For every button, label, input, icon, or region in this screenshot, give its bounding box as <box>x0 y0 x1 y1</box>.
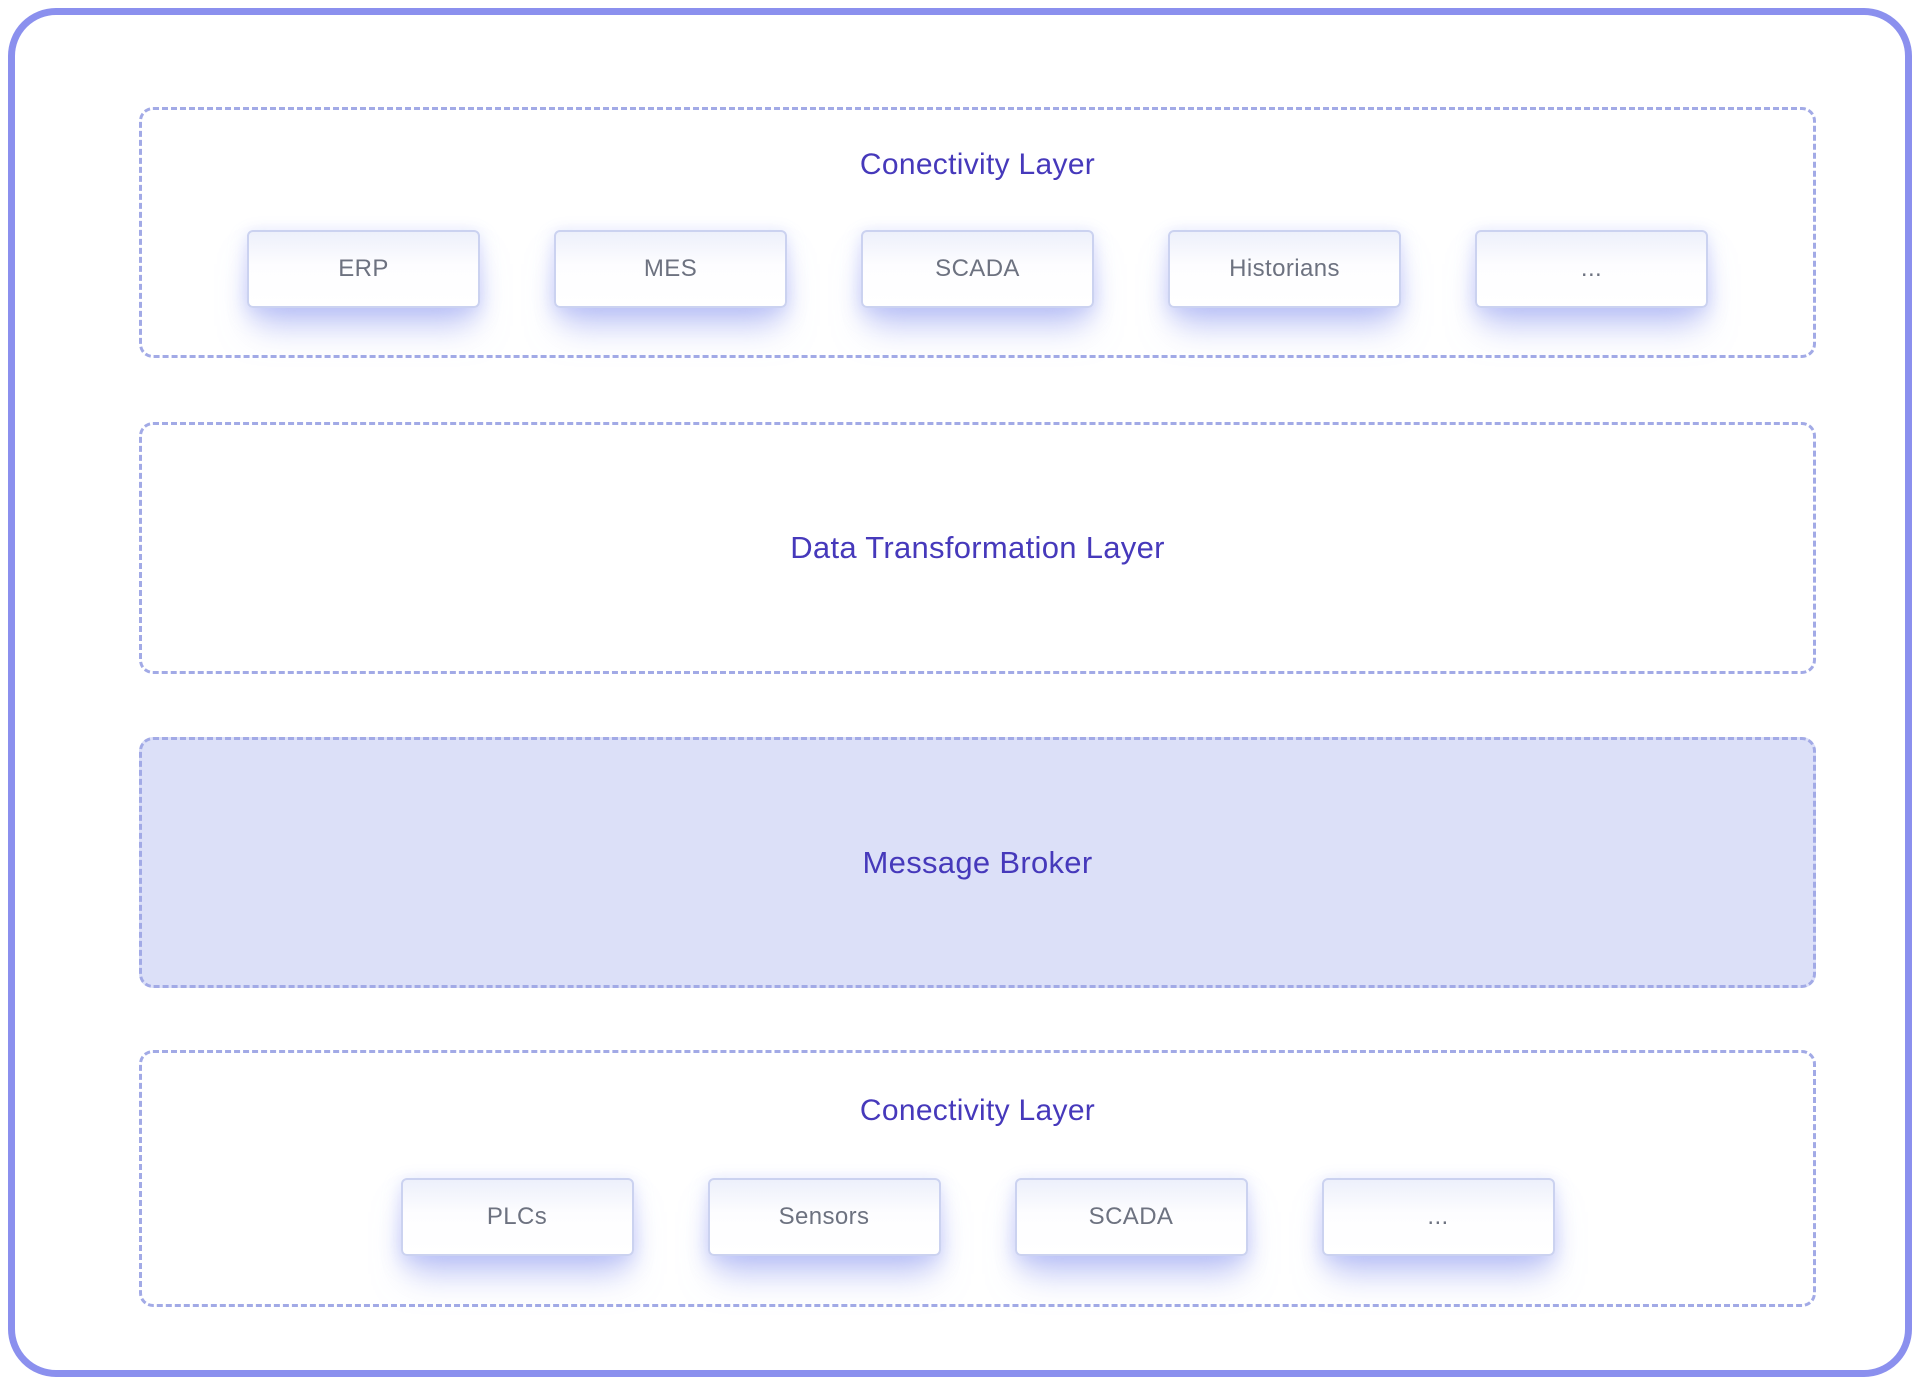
section-message-broker: Message Broker <box>139 737 1816 988</box>
section-connectivity-layer-top: Conectivity Layer ERP MES SCADA Historia… <box>139 107 1816 358</box>
section-title: Conectivity Layer <box>859 148 1096 181</box>
node-sensors: Sensors <box>707 1178 941 1256</box>
section-data-transformation-layer: Data Transformation Layer <box>139 422 1816 674</box>
node-erp: ERP <box>247 230 480 308</box>
node-mes: MES <box>554 230 787 308</box>
section-title: Data Transformation Layer <box>790 530 1165 565</box>
node-scada-2: SCADA <box>1014 1178 1248 1256</box>
section-title: Conectivity Layer <box>859 1094 1096 1127</box>
section-connectivity-layer-bottom: Conectivity Layer PLCs Sensors SCADA ... <box>139 1050 1816 1307</box>
node-ellipsis-2: ... <box>1321 1178 1555 1256</box>
node-row-top: ERP MES SCADA Historians ... <box>247 230 1708 308</box>
node-historians: Historians <box>1168 230 1401 308</box>
section-title: Message Broker <box>862 844 1093 880</box>
node-plcs: PLCs <box>400 1178 634 1256</box>
node-ellipsis: ... <box>1475 230 1708 308</box>
outer-frame-border: Conectivity Layer ERP MES SCADA Historia… <box>8 8 1912 1377</box>
node-scada: SCADA <box>861 230 1094 308</box>
node-row-bottom: PLCs Sensors SCADA ... <box>400 1178 1555 1256</box>
